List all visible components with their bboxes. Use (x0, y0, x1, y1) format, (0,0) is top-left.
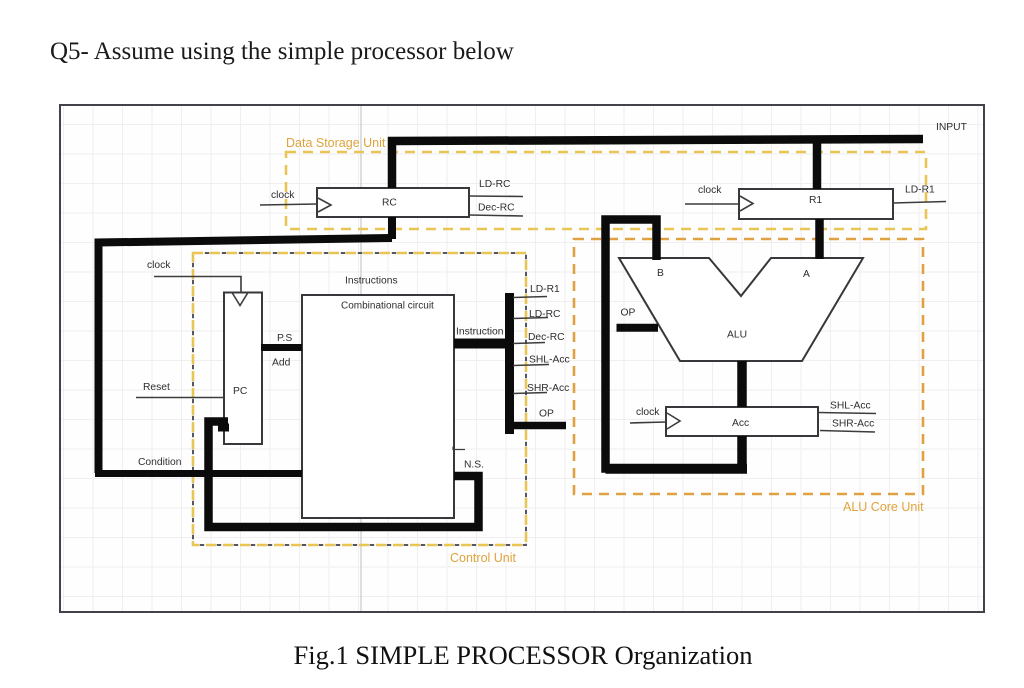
svg-text:RC: RC (382, 198, 397, 209)
svg-text:OP: OP (621, 308, 636, 319)
svg-text:LD-R1: LD-R1 (905, 185, 935, 196)
svg-text:R1: R1 (809, 195, 822, 206)
svg-text:Combinational circuit: Combinational circuit (341, 301, 434, 312)
svg-text:ALU: ALU (727, 330, 747, 341)
svg-text:OP: OP (539, 409, 554, 420)
svg-text:SHR-Acc: SHR-Acc (832, 419, 874, 430)
svg-text:clock: clock (147, 260, 171, 271)
svg-text:ALU Core Unit: ALU Core Unit (843, 500, 924, 514)
svg-text:Data Storage Unit: Data Storage Unit (286, 136, 386, 150)
svg-text:Condition: Condition (138, 457, 182, 468)
svg-text:LD-R1: LD-R1 (530, 284, 560, 295)
svg-text:LD-RC: LD-RC (529, 309, 561, 320)
svg-text:SHL-Acc: SHL-Acc (830, 401, 871, 412)
svg-text:clock: clock (698, 185, 722, 196)
svg-text:Dec-RC: Dec-RC (528, 332, 565, 343)
svg-text:Dec-RC: Dec-RC (478, 203, 515, 214)
svg-text:B: B (657, 268, 664, 279)
svg-text:clock: clock (271, 190, 295, 201)
svg-text:SHR-Acc: SHR-Acc (527, 383, 569, 394)
svg-text:Instruction: Instruction (456, 327, 504, 338)
svg-text:Acc: Acc (732, 418, 749, 429)
svg-text:PC: PC (233, 386, 248, 397)
svg-text:Add: Add (272, 358, 291, 369)
svg-text:N.S.: N.S. (464, 460, 484, 471)
svg-text:INPUT: INPUT (936, 122, 968, 133)
svg-text:A: A (803, 269, 810, 280)
svg-text:clock: clock (636, 407, 660, 418)
svg-text:Control Unit: Control Unit (450, 551, 517, 565)
svg-text:SHL-Acc: SHL-Acc (529, 355, 570, 366)
svg-text:Instructions: Instructions (345, 276, 398, 287)
svg-text:LD-RC: LD-RC (479, 179, 511, 190)
svg-text:Reset: Reset (143, 382, 170, 393)
svg-text:P.S: P.S (277, 333, 292, 344)
